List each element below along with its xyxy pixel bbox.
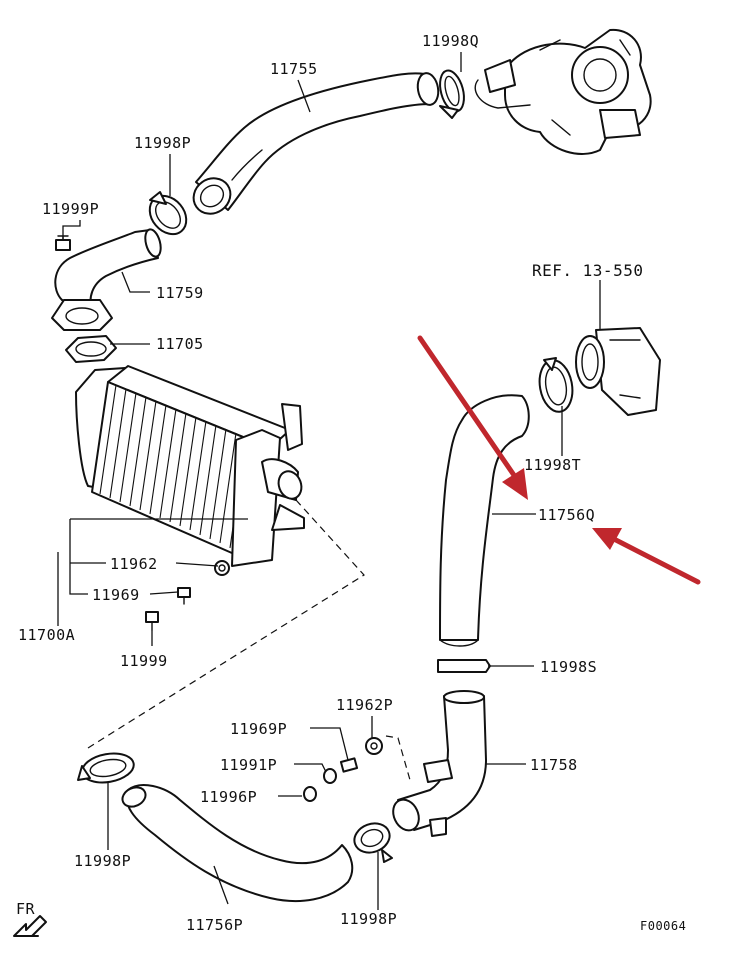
throttle-body <box>575 327 661 416</box>
leader-lines <box>57 52 601 910</box>
hose-11756p <box>121 784 354 903</box>
label-11999: 11999 <box>120 652 168 670</box>
clamp-11998p-left <box>77 752 135 784</box>
clamp-11998s <box>437 659 491 673</box>
label-11998p-bottom: 11998P <box>340 910 397 928</box>
hose-11755 <box>192 72 440 215</box>
pipe-11758 <box>392 690 487 837</box>
connection-line-11758 <box>385 735 411 781</box>
gasket-11705 <box>65 335 117 363</box>
red-pointer-arrow-icon <box>592 528 701 585</box>
label-11755: 11755 <box>270 60 318 78</box>
bolt-11969 <box>177 587 191 605</box>
label-11700a: 11700A <box>18 626 75 644</box>
label-11962p: 11962P <box>336 696 393 714</box>
intercooler-11700a <box>75 365 305 567</box>
label-11996p: 11996P <box>200 788 257 806</box>
label-11756q: 11756Q <box>538 506 595 524</box>
label-11998t: 11998T <box>524 456 581 474</box>
label-11999p: 11999P <box>42 200 99 218</box>
washer-11991p <box>323 768 337 784</box>
label-11758: 11758 <box>530 756 578 774</box>
label-11962: 11962 <box>110 555 158 573</box>
label-11998s: 11998S <box>540 658 597 676</box>
front-direction-arrow-icon <box>13 915 47 937</box>
red-pointer-arrow-icon <box>417 335 528 500</box>
hose-11756q <box>439 394 530 647</box>
connection-line-intercooler <box>87 499 365 749</box>
nut-11962 <box>214 560 230 576</box>
label-11705: 11705 <box>156 335 204 353</box>
label-11969p: 11969P <box>230 720 287 738</box>
clamp-11998p-bottom <box>353 822 393 863</box>
bolt-11996p <box>303 786 317 802</box>
label-11756p: 11756P <box>186 916 243 934</box>
nut-11962p <box>365 737 383 755</box>
label-11998p-top: 11998P <box>134 134 191 152</box>
clamp-11998p-top <box>148 191 188 236</box>
pipe-11759 <box>51 228 162 331</box>
spacer-11969p <box>339 757 359 773</box>
clamp-11998q <box>439 69 465 119</box>
label-11998q: 11998Q <box>422 32 479 50</box>
label-fr: FR <box>16 900 36 918</box>
label-ref-13-550: REF. 13-550 <box>532 261 643 280</box>
label-11969: 11969 <box>92 586 140 604</box>
turbocharger <box>474 28 652 155</box>
label-11998p-left: 11998P <box>74 852 131 870</box>
label-11991p: 11991P <box>220 756 277 774</box>
label-11759: 11759 <box>156 284 204 302</box>
clamp-11998t <box>538 357 574 413</box>
bolt-11999 <box>145 611 159 631</box>
drawing-code: F00064 <box>640 919 686 933</box>
